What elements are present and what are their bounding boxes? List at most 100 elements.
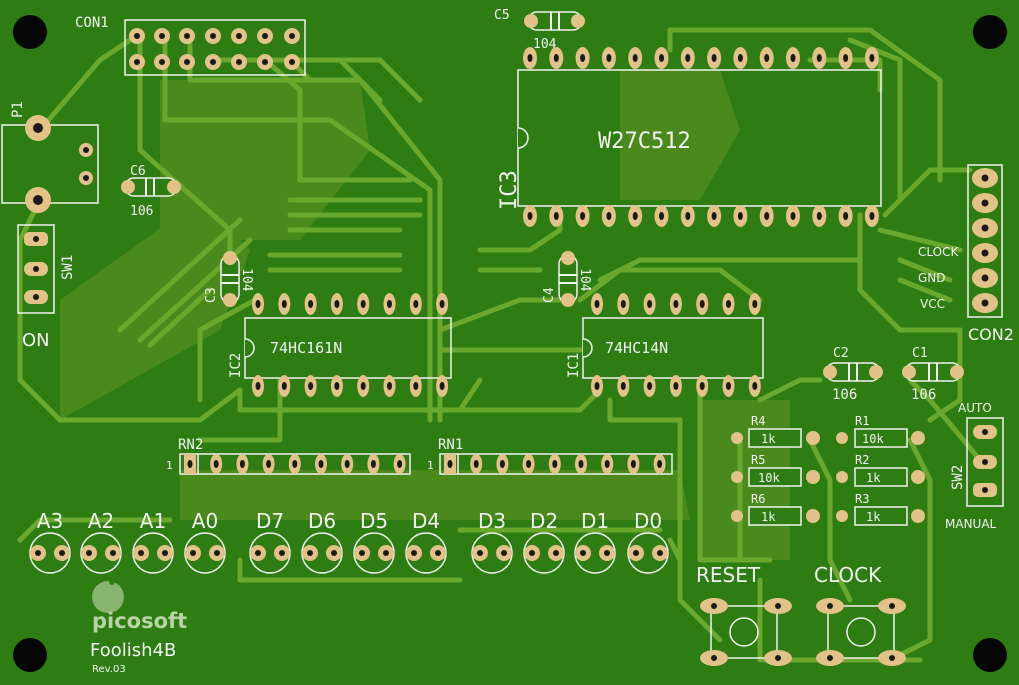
ic1-pin [591, 375, 603, 397]
led-label: D3 [478, 509, 506, 533]
ic1-pin [643, 293, 656, 315]
ic3-pin [654, 205, 669, 227]
led-d1: D1 [574, 509, 616, 574]
p1-power-jack: P1 [1, 101, 99, 213]
c6-value: 106 [130, 204, 153, 219]
ic3-pin [654, 47, 669, 69]
ic2-pin [409, 375, 422, 397]
con2-clock-label: CLOCK [918, 245, 959, 259]
ic3-pin [759, 47, 774, 69]
ic2-pin [383, 293, 396, 315]
c2-value: 106 [832, 387, 857, 403]
ic3-pin [733, 47, 748, 69]
sw2-auto-label: AUTO [958, 401, 992, 415]
led-a3: A3 [29, 509, 71, 574]
ic3-pin [575, 47, 590, 69]
ic1-pin [722, 293, 735, 315]
led-label: D0 [634, 509, 662, 533]
ic3-pin [864, 205, 879, 227]
rn2-pin1-marker: 1 [166, 459, 173, 472]
ic2-counter: 74HC161N IC2 [228, 293, 452, 397]
rn1-pin [627, 454, 640, 474]
p1-label: P1 [10, 101, 26, 118]
rn2-pin [341, 454, 354, 474]
ic3-pin [601, 205, 616, 227]
led-label: D1 [581, 509, 609, 533]
rn1-pin [522, 454, 535, 474]
led-a0: A0 [184, 509, 226, 574]
ic1-part: 74HC14N [605, 339, 668, 357]
rn2-label: RN2 [178, 437, 203, 453]
c2-label: C2 [833, 346, 849, 361]
ic1-pin [643, 375, 656, 397]
ic1-pin [591, 293, 603, 315]
ic2-pin [304, 375, 317, 397]
rn1-pin [548, 454, 561, 474]
con2-label: CON2 [968, 325, 1014, 344]
ic3-pin [523, 47, 537, 69]
c4-capacitor: C4 104 [542, 251, 592, 307]
ic3-pin [707, 205, 722, 227]
reset-label: RESET [696, 563, 761, 587]
revision-label: Rev.03 [92, 664, 126, 675]
rn1-pin [470, 454, 483, 474]
c3-capacitor: C3 104 [204, 251, 254, 307]
branding: picosoft Foolish4B Rev.03 [90, 579, 187, 675]
ic3-pin [549, 205, 564, 227]
led-label: A0 [192, 509, 218, 533]
rn2-pin [288, 454, 301, 474]
ic3-pin [549, 47, 564, 69]
rn1-pin1-marker: 1 [427, 459, 434, 472]
led-d6: D6 [301, 509, 343, 574]
sw2-switch: AUTO SW2 MANUAL [945, 401, 1004, 531]
ic1-inverter: 74HC14N IC1 [566, 293, 764, 397]
rn2-pins [184, 454, 406, 474]
led-d4: D4 [405, 509, 447, 574]
led-label: D4 [412, 509, 440, 533]
picosoft-logo-mark [92, 581, 124, 613]
ic3-pin [838, 205, 853, 227]
r4-resistor: R4 1k [731, 414, 820, 448]
ic3-pin [864, 47, 879, 69]
rn2-resistor-network: RN2 1 [166, 437, 411, 475]
con1-label: CON1 [75, 15, 109, 31]
ic3-pin [628, 47, 643, 69]
sw1-switch: SW1 ON [17, 224, 76, 351]
r1-label: R1 [855, 414, 869, 428]
ic1-pin [617, 293, 630, 315]
ic1-pin [617, 375, 630, 397]
rn1-pin [653, 454, 666, 474]
mounting-hole-bottom-left [13, 638, 47, 672]
ic2-pin [278, 375, 291, 397]
led-label: A3 [37, 509, 63, 533]
ic1-pin [748, 375, 761, 397]
led-d0: D0 [627, 509, 669, 574]
rn1-pin [601, 454, 614, 474]
c4-label: C4 [542, 287, 557, 303]
mounting-holes [13, 15, 1007, 672]
ic2-pin [252, 293, 264, 315]
led-d7: D7 [249, 509, 291, 574]
ic3-eprom: W27C512 IC3 [497, 47, 882, 227]
ic2-part: 74HC161N [270, 339, 342, 357]
rn2-pin [262, 454, 275, 474]
r3-label: R3 [855, 492, 869, 506]
con1-header: CON1 [75, 15, 306, 76]
c6-capacitor: C6 106 [121, 164, 181, 219]
c3-value: 104 [239, 268, 254, 292]
c1-label: C1 [912, 346, 928, 361]
led-d3: D3 [471, 509, 513, 574]
led-d5: D5 [353, 509, 395, 574]
c3-label: C3 [204, 287, 219, 303]
rn1-pin [444, 454, 456, 474]
rn1-label: RN1 [438, 437, 463, 453]
r1-resistor: R1 10k [836, 414, 925, 448]
ic3-pin [523, 205, 537, 227]
mounting-hole-bottom-right [973, 638, 1007, 672]
r6-value: 1k [761, 510, 776, 524]
ic2-pin [383, 375, 396, 397]
rn1-resistor-network: RN1 1 [427, 437, 673, 475]
ic2-pin [357, 293, 370, 315]
